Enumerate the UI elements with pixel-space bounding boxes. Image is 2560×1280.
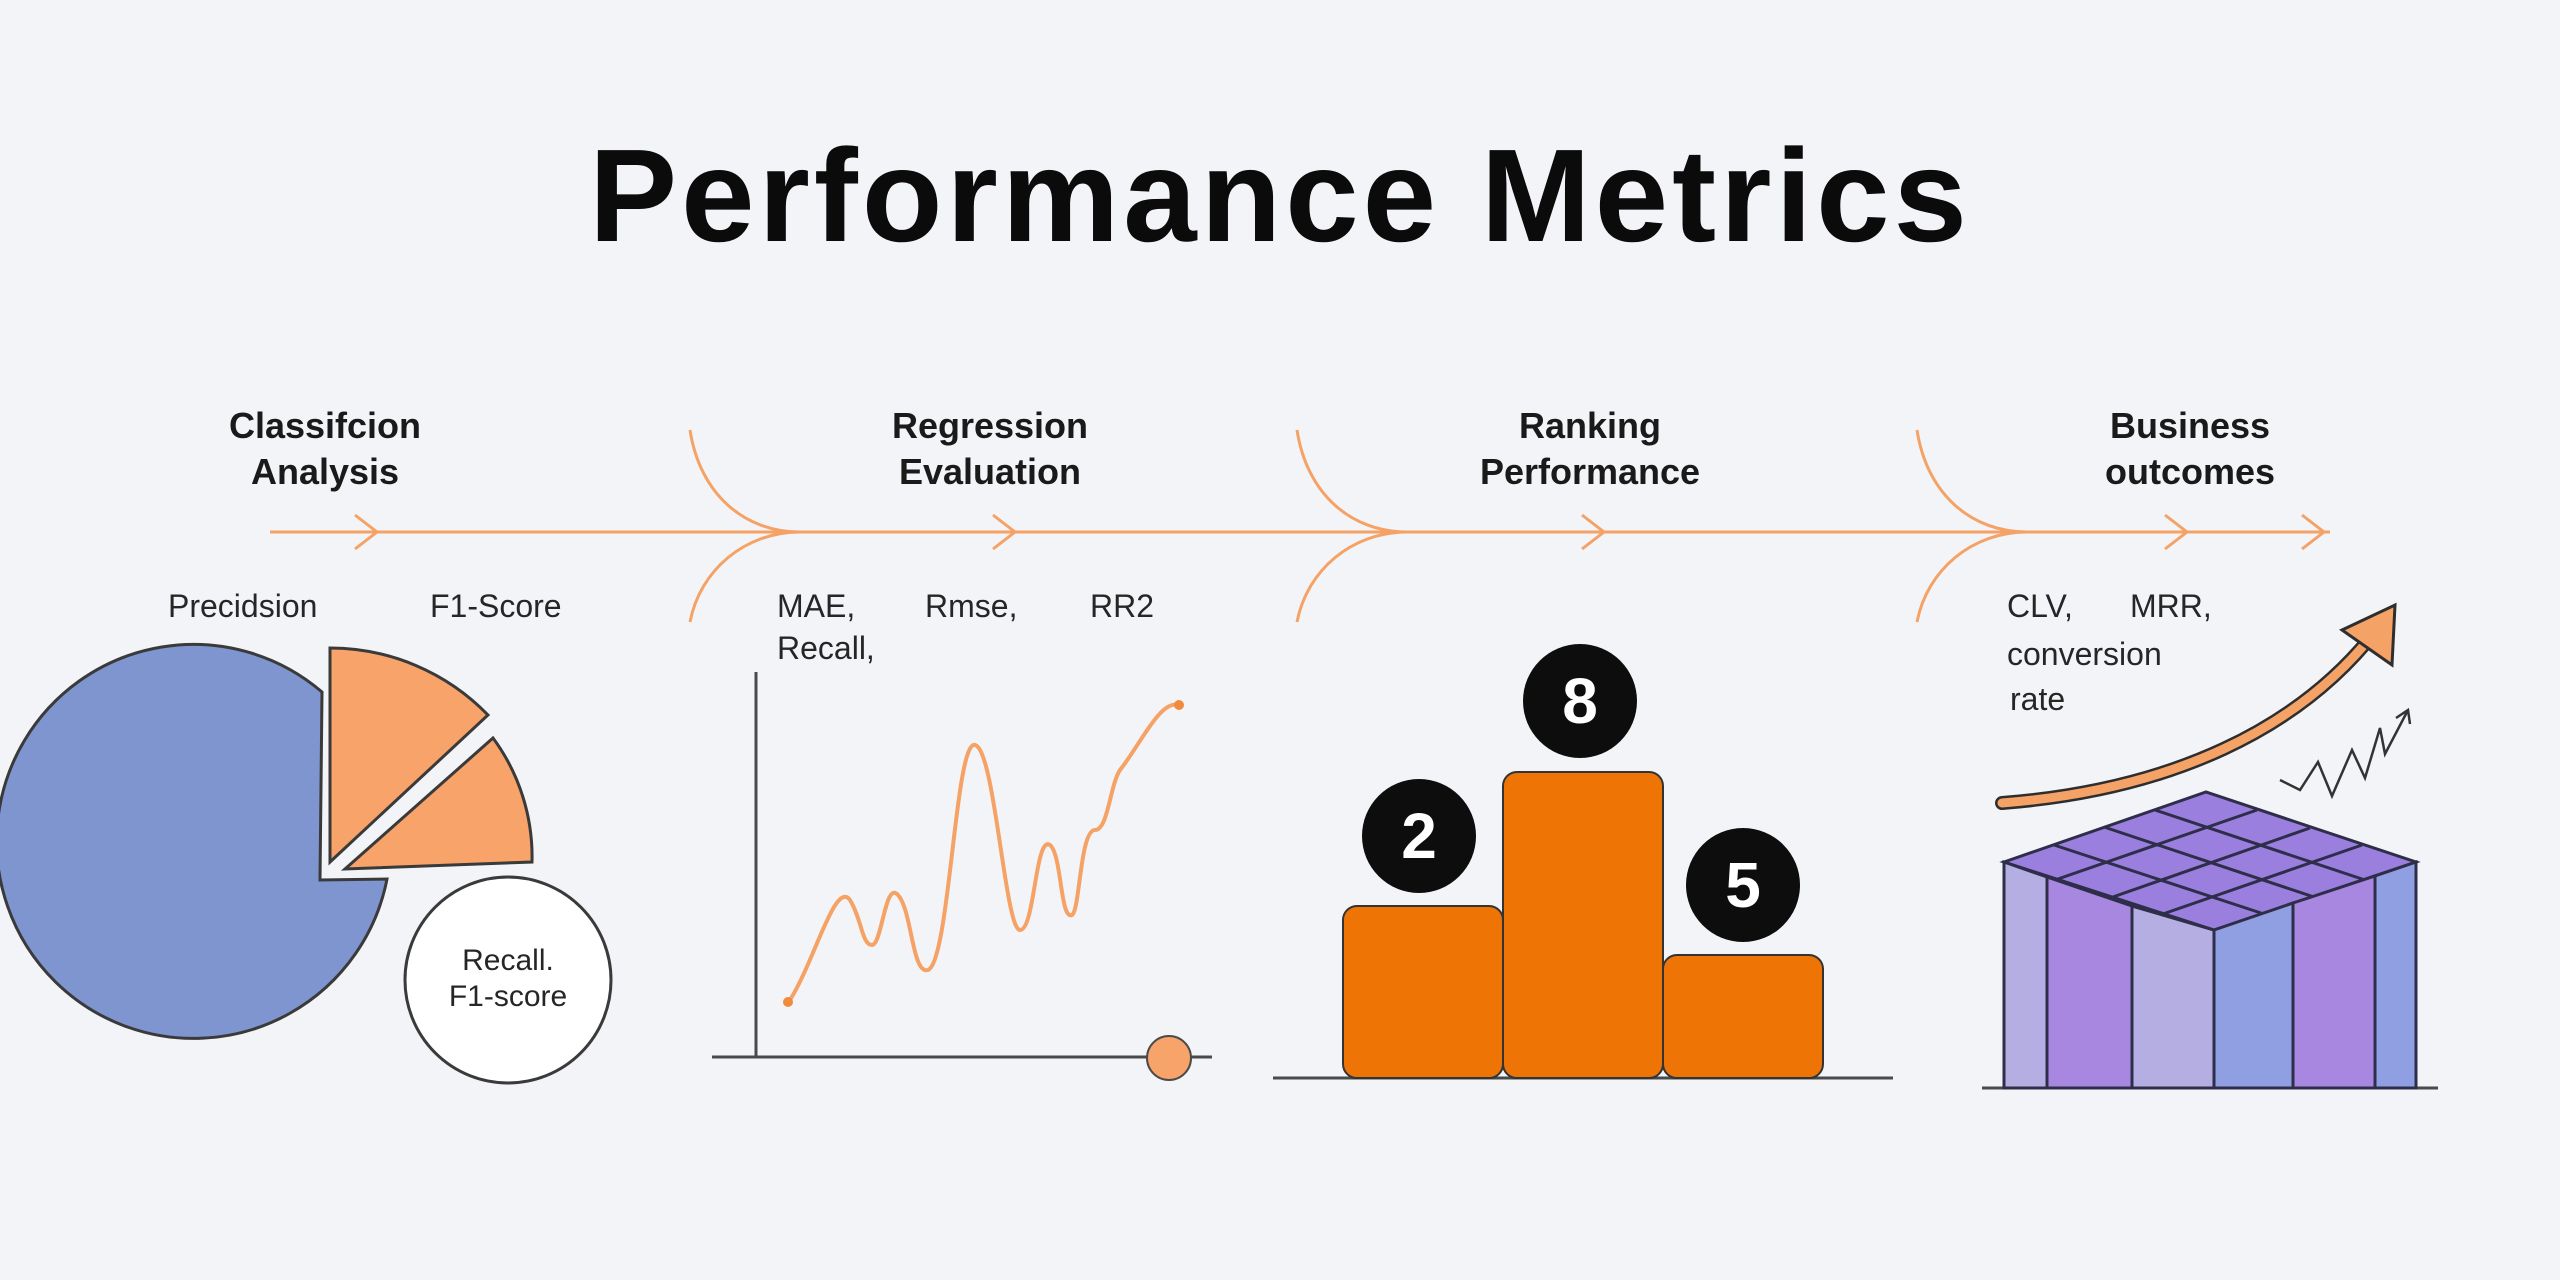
trend-line (788, 702, 1179, 1002)
metric-rmse: Rmse, (925, 588, 1018, 624)
podium-bar-2 (1342, 905, 1504, 1079)
metric-rr2: RR2 (1090, 588, 1155, 624)
growth-arrow (1997, 623, 2383, 808)
metric-precision: Precidsion (168, 588, 318, 624)
chevron-right-icon (354, 513, 380, 551)
metric-mrr: MRR, (2130, 588, 2212, 624)
chevron-right-icon (2164, 513, 2190, 551)
podium-bar-8 (1502, 771, 1664, 1079)
metric-conversion: conversion (2007, 636, 2162, 672)
stage-title-line: Ranking (1518, 405, 1661, 446)
stage-title-line: Business (2109, 405, 2271, 446)
axis-marker (1146, 1035, 1192, 1081)
rank-number-2: 2 (1401, 800, 1437, 872)
stage-title-business: Business outcomes (2000, 403, 2380, 495)
recall-circle (403, 875, 613, 1085)
stage-title-regression: Regression Evaluation (800, 403, 1180, 495)
flow-connector (270, 429, 2330, 623)
metric-mae: MAE, (777, 588, 856, 624)
rank-badge-2 (1362, 779, 1476, 893)
stage-title-line: outcomes (2104, 451, 2276, 492)
stage-title-ranking: Ranking Performance (1400, 403, 1780, 495)
chevron-right-icon (1581, 513, 1607, 551)
stage-title-line: Classifcion (228, 405, 422, 446)
line-chart (712, 672, 1212, 1081)
rank-number-8: 8 (1562, 665, 1598, 737)
pie-slice-precision (328, 646, 491, 866)
pie-slice-f1 (340, 735, 534, 871)
page-title: Performance Metrics (589, 122, 1971, 269)
rank-badge-5 (1686, 828, 1800, 942)
stage-separator (688, 429, 801, 623)
stage-title-line: Performance (1479, 451, 1701, 492)
circle-label-f1: F1-score (449, 980, 567, 1013)
metric-clv: CLV, (2007, 588, 2073, 624)
circle-label-recall: Recall. (462, 944, 554, 977)
stage-title-line: Evaluation (898, 451, 1082, 492)
chevron-right-icon (2301, 513, 2327, 551)
rank-badge-8 (1523, 644, 1637, 758)
stage-separator (1915, 429, 2028, 623)
podium-chart (1273, 644, 1893, 1080)
podium-bar-5 (1662, 954, 1824, 1079)
metric-rate: rate (2010, 681, 2066, 717)
metric-f1-score: F1-Score (430, 588, 562, 624)
pie-slice-main (0, 642, 389, 1040)
arrow-head-icon (2339, 602, 2397, 668)
pie-chart (0, 642, 613, 1085)
line-end-point (1174, 700, 1184, 710)
chevron-right-icon (992, 513, 1018, 551)
stage-title-line: Analysis (250, 451, 400, 492)
growth-illustration (1982, 602, 2438, 1090)
line-start-point (783, 997, 793, 1007)
stage-title-classification: Classifcion Analysis (135, 403, 515, 495)
metric-recall: Recall, (777, 630, 875, 666)
rank-number-5: 5 (1725, 849, 1761, 921)
stage-separator (1295, 429, 1408, 623)
stage-title-line: Regression (891, 405, 1089, 446)
sparkline (2279, 709, 2410, 800)
